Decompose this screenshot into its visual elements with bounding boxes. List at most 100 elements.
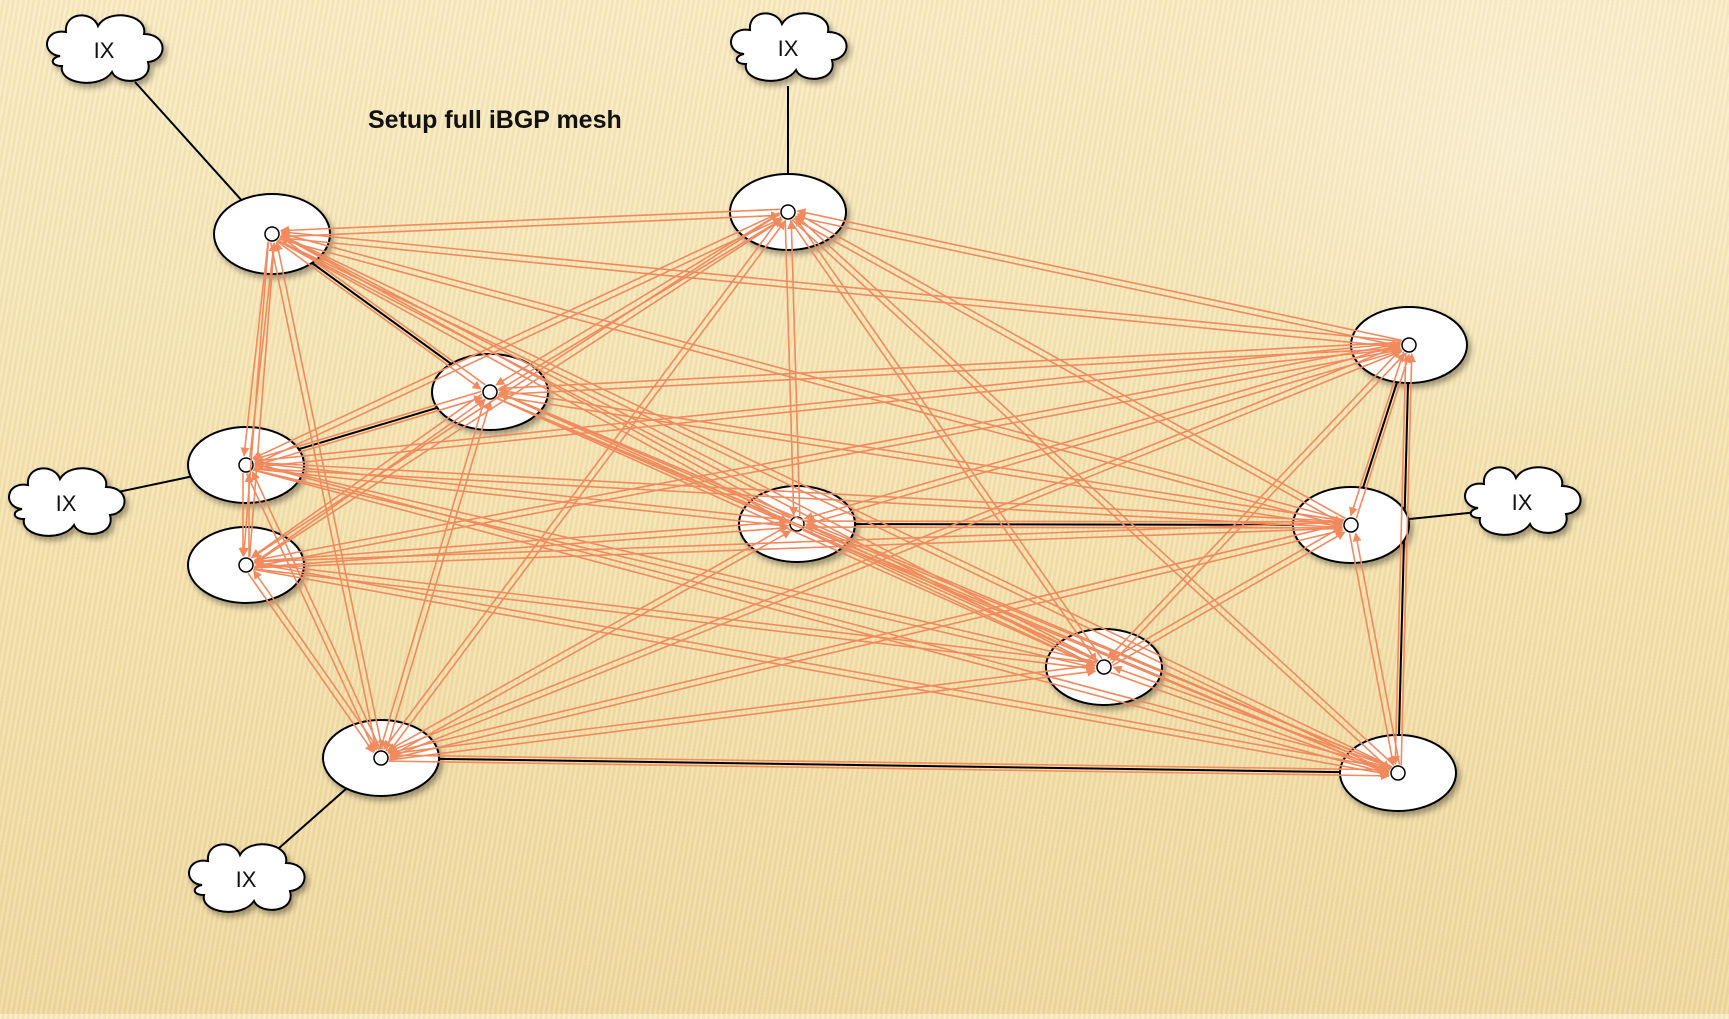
physical-link-r6-r8 <box>854 523 1294 526</box>
ix-link-ix5 <box>277 787 348 850</box>
ibgp-session-r11-to-r10 <box>388 760 1390 781</box>
ibgp-session-r8-to-r5 <box>253 521 1343 566</box>
ibgp-session-r1-to-r4 <box>240 241 269 457</box>
exchange-point-ix1: IX <box>46 14 164 84</box>
ibgp-session-r9-to-r1 <box>280 228 1402 343</box>
router-center-icon <box>1343 517 1359 533</box>
ibgp-mesh-layer <box>238 208 1417 781</box>
ix-link-ix1 <box>134 81 243 201</box>
ibgp-session-r8-to-r6 <box>805 516 1344 526</box>
router-center-icon <box>482 384 498 400</box>
ibgp-session-r7-to-r8 <box>1112 531 1346 667</box>
ibgp-session-r2-to-r1 <box>279 208 780 235</box>
router-center-icon <box>264 226 280 242</box>
router-center-icon <box>373 750 389 766</box>
ibgp-session-r6-to-r5 <box>253 520 789 566</box>
exchange-point-label: IX <box>778 36 799 61</box>
ibgp-session-r11-to-r8 <box>389 527 1344 760</box>
ix-link-ix4 <box>1408 511 1479 521</box>
ibgp-session-r8-to-r7 <box>1109 525 1343 661</box>
physical-link-r3-r4 <box>298 406 438 451</box>
ibgp-session-r6-to-r8 <box>804 523 1343 533</box>
ibgp-session-r2-to-r9 <box>795 215 1401 349</box>
router-center-icon <box>1390 765 1406 781</box>
ibgp-session-r11-to-r1 <box>274 241 384 750</box>
router-center-icon <box>238 457 254 473</box>
ibgp-session-r3-to-r11 <box>378 398 486 750</box>
ibgp-session-r8-to-r11 <box>388 523 1343 756</box>
ibgp-session-r5-to-r1 <box>248 242 279 558</box>
router-center-icon <box>238 557 254 573</box>
ibgp-session-r6-to-r11 <box>386 524 789 752</box>
ibgp-session-r11-to-r2 <box>387 220 786 754</box>
ibgp-session-r11-to-r3 <box>385 400 493 752</box>
ibgp-session-r6-to-r2 <box>786 220 801 516</box>
router-center-icon <box>780 204 796 220</box>
ibgp-session-r6-to-r9 <box>805 348 1403 526</box>
ibgp-session-r1-to-r11 <box>269 242 379 751</box>
ibgp-session-r4-to-r1 <box>249 242 278 458</box>
ibgp-session-r4-to-r3 <box>254 395 484 467</box>
exchange-point-ix5: IX <box>188 843 306 913</box>
ibgp-session-r11-to-r5 <box>252 569 380 751</box>
routers-layer <box>187 173 1468 812</box>
ibgp-session-r4-to-r2 <box>254 217 782 466</box>
ibgp-session-r9-to-r4 <box>253 342 1401 465</box>
ibgp-session-r10-to-r11 <box>389 750 1391 771</box>
physical-link-r1-r3 <box>311 262 452 365</box>
ibgp-session-r1-to-r8 <box>278 238 1343 528</box>
router-r9 <box>1350 306 1468 384</box>
ibgp-session-r6-to-r1 <box>280 235 792 519</box>
ibgp-session-r10-to-r6 <box>805 523 1393 768</box>
ibgp-session-r10-to-r7 <box>1112 665 1392 769</box>
router-node-icon <box>1350 306 1468 384</box>
ibgp-session-r4-to-r11 <box>245 473 376 752</box>
ibgp-session-r3-to-r5 <box>250 393 483 558</box>
ibgp-session-r8-to-r4 <box>254 458 1344 523</box>
ibgp-session-r3-to-r2 <box>497 218 783 392</box>
ibgp-session-r8-to-r10 <box>1348 533 1397 766</box>
ibgp-session-r3-to-r1 <box>280 236 486 386</box>
ibgp-session-r8-to-r9 <box>1355 353 1411 519</box>
ibgp-session-r4-to-r10 <box>252 469 1390 776</box>
ibgp-session-r8-to-r1 <box>280 231 1345 521</box>
router-node-icon <box>1339 734 1457 812</box>
ibgp-session-r3-to-r7 <box>495 397 1096 667</box>
exchange-point-label: IX <box>94 38 115 63</box>
ibgp-session-r4-to-r8 <box>253 467 1343 532</box>
ibgp-session-r10-to-r5 <box>254 560 1391 770</box>
router-r10 <box>1339 734 1457 812</box>
ibgp-session-r7-to-r5 <box>254 559 1097 664</box>
ibgp-session-r7-to-r6 <box>805 524 1099 662</box>
ibgp-session-r8-to-r3 <box>498 387 1344 522</box>
physical-link-r8-r9 <box>1362 381 1398 489</box>
cloud-icon <box>188 843 306 913</box>
ix-link-ix3 <box>117 475 191 493</box>
exchange-point-ix2: IX <box>730 12 848 82</box>
ibgp-session-r8-to-r2 <box>796 213 1346 520</box>
ibgp-session-r10-to-r8 <box>1352 532 1401 765</box>
router-center-icon <box>1401 337 1417 353</box>
ibgp-session-r6-to-r4 <box>254 459 790 521</box>
exchange-point-label: IX <box>236 867 257 892</box>
ibgp-session-r3-to-r8 <box>497 395 1343 530</box>
ibgp-session-r4-to-r9 <box>254 345 1402 468</box>
ibgp-session-r2-to-r4 <box>252 211 780 460</box>
ibgp-session-r5-to-r9 <box>254 346 1402 568</box>
ibgp-session-r5-to-r8 <box>254 524 1344 569</box>
ibgp-session-r9-to-r10 <box>1390 352 1407 765</box>
ibgp-session-r2-to-r7 <box>789 219 1098 663</box>
ibgp-session-r5-to-r10 <box>253 568 1390 778</box>
physical-link-r10-r11 <box>438 757 1341 774</box>
physical-link-r9-r10 <box>1397 382 1410 736</box>
router-center-icon <box>1096 659 1112 675</box>
ibgp-session-r11-to-r7 <box>389 667 1097 761</box>
ibgp-session-r10-to-r2 <box>795 215 1395 766</box>
ibgp-session-r7-to-r11 <box>388 664 1096 758</box>
exchange-point-label: IX <box>1512 490 1533 515</box>
ibgp-session-r7-to-r3 <box>498 392 1099 662</box>
ibgp-session-r2-to-r6 <box>784 220 799 516</box>
ibgp-session-r5-to-r2 <box>253 218 783 564</box>
